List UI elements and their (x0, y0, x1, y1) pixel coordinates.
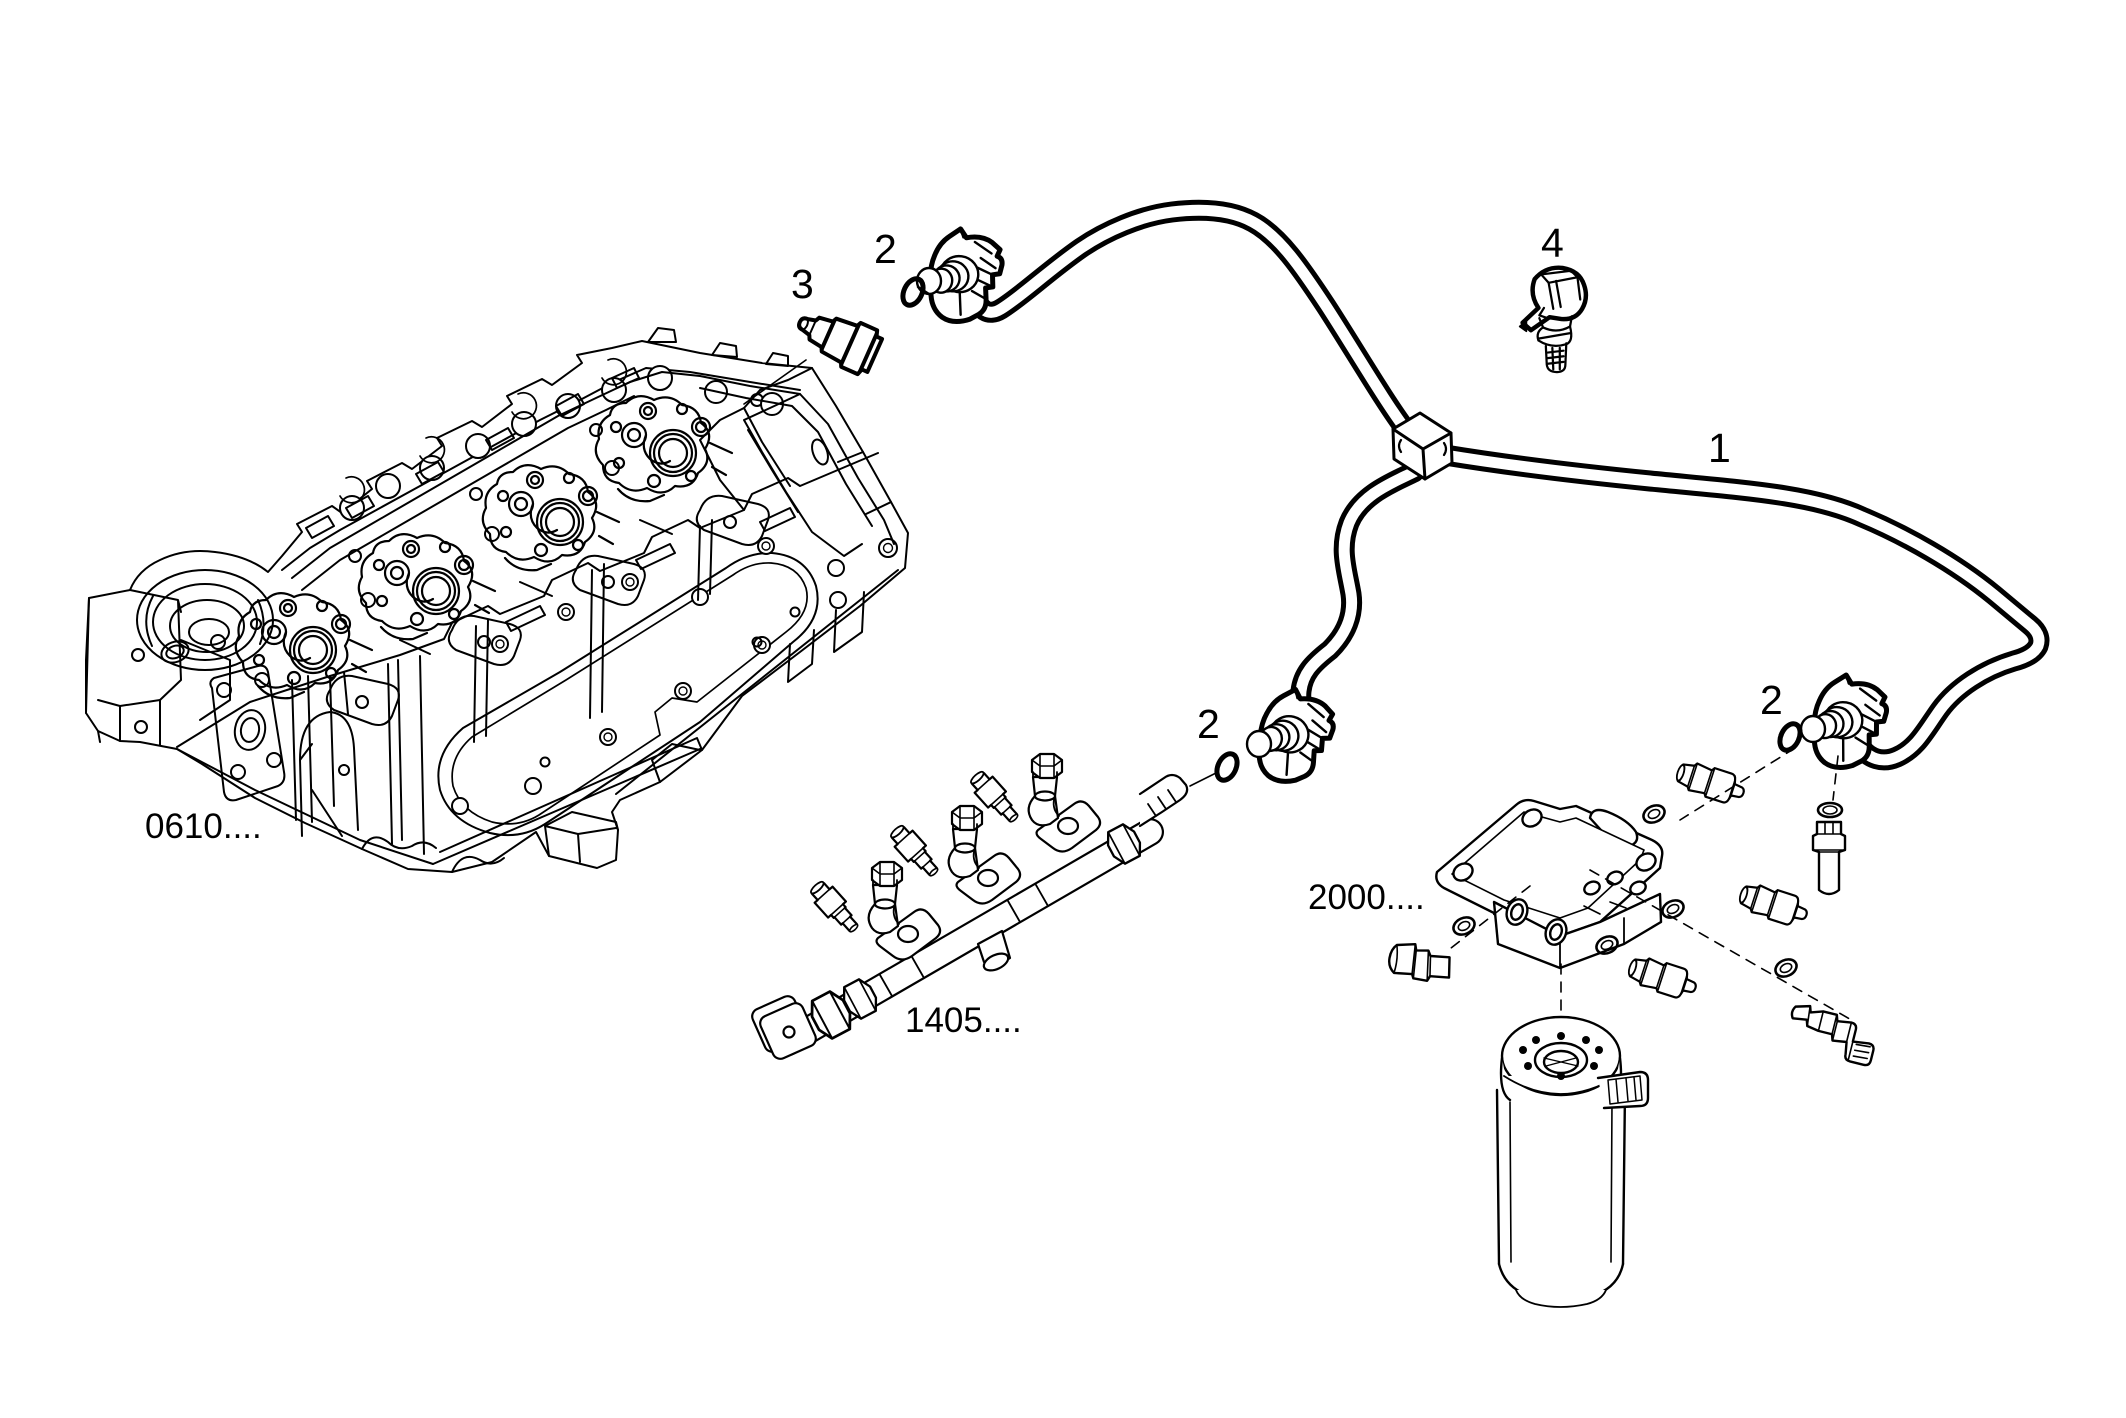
svg-text:1405....: 1405.... (905, 1001, 1022, 1040)
svg-text:2000....: 2000.... (1308, 878, 1425, 917)
svg-text:2: 2 (1197, 701, 1220, 747)
svg-text:0610....: 0610.... (145, 807, 262, 846)
svg-text:3: 3 (791, 261, 814, 307)
svg-text:2: 2 (874, 226, 897, 272)
svg-text:4: 4 (1541, 220, 1564, 266)
svg-text:2: 2 (1760, 677, 1783, 723)
svg-text:1: 1 (1708, 425, 1731, 471)
